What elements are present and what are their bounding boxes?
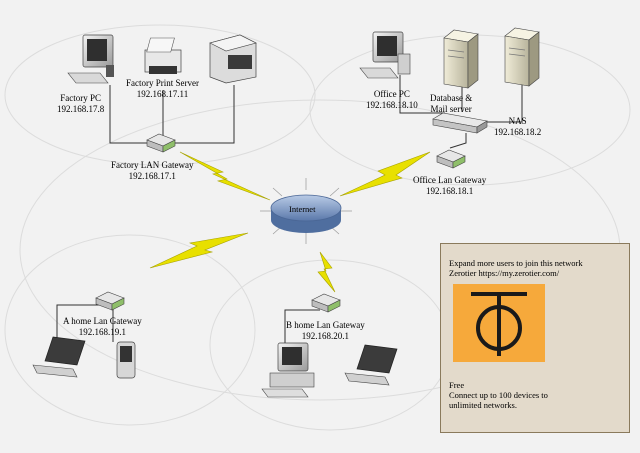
zerotier-logo-icon — [453, 284, 545, 362]
office-pc-name: Office PC — [373, 89, 410, 99]
home-a-gateway-icon — [95, 291, 125, 311]
factory-print-server-label: Factory Print Server 192.168.17.11 — [126, 78, 199, 100]
promo-line-1: Expand more users to join this network — [449, 258, 583, 268]
home-b-gateway-icon — [311, 293, 341, 313]
office-gateway-name: Office Lan Gateway — [413, 175, 487, 185]
promo-header: Expand more users to join this network Z… — [449, 258, 583, 278]
lightning-bolt — [179, 151, 271, 201]
lightning-bolt — [149, 232, 249, 269]
factory-print-server-name: Factory Print Server — [126, 78, 199, 88]
internet-label: Internet — [289, 204, 315, 215]
factory-pc-label: Factory PC 192.168.17.8 — [57, 93, 104, 115]
promo-line-2: Zerotier https://my.zerotier.com/ — [449, 268, 560, 278]
laptop-icon — [344, 344, 398, 386]
desktop-pc-icon — [261, 342, 315, 398]
promo-footer: Free Connect up to 100 devices to unlimi… — [449, 380, 548, 410]
lightning-bolt — [317, 251, 336, 293]
factory-gateway-name: Factory LAN Gateway — [111, 160, 194, 170]
laptop-icon — [32, 336, 86, 378]
office-switch-icon — [432, 112, 488, 134]
home-b-gateway-label: B home Lan Gateway 192.168.20.1 — [286, 320, 365, 342]
office-pc-ip: 192.168.18.10 — [366, 100, 418, 110]
nas-name: NAS — [508, 116, 527, 126]
database-mail-name: Database & — [430, 93, 473, 103]
copier-icon — [209, 34, 257, 84]
promo-line-3: Free — [449, 380, 465, 390]
factory-pc-ip: 192.168.17.8 — [57, 104, 105, 114]
database-mail-name2: Mail server — [430, 104, 472, 114]
printer-icon — [144, 37, 182, 74]
internet-name: Internet — [289, 204, 316, 214]
office-pc-label: Office PC 192.168.18.10 — [366, 89, 418, 111]
nas-ip: 192.168.18.2 — [494, 127, 542, 137]
lightning-bolt — [339, 151, 431, 197]
factory-gateway-label: Factory LAN Gateway 192.168.17.1 — [111, 160, 193, 182]
lan-cables — [56, 75, 523, 350]
database-mail-label: Database & Mail server — [430, 93, 472, 115]
office-gateway-icon — [436, 149, 466, 169]
lightning-links — [149, 151, 431, 293]
pda-icon — [116, 341, 136, 379]
factory-gateway-icon — [146, 133, 176, 153]
database-server-icon — [443, 29, 479, 89]
factory-pc-icon — [67, 34, 114, 84]
promo-line-5: unlimited networks. — [449, 400, 517, 410]
home-a-gateway-ip: 192.168.19.1 — [78, 327, 126, 337]
nas-server-icon — [504, 27, 540, 87]
promo-line-4: Connect up to 100 devices to — [449, 390, 548, 400]
factory-gateway-ip: 192.168.17.1 — [128, 171, 176, 181]
home-a-gateway-name: A home Lan Gateway — [63, 316, 142, 326]
internet-cloud — [260, 178, 352, 244]
office-gateway-ip: 192.168.18.1 — [426, 186, 474, 196]
zerotier-promo-box: Expand more users to join this network Z… — [440, 243, 630, 433]
home-b-gateway-ip: 192.168.20.1 — [301, 331, 349, 341]
factory-pc-name: Factory PC — [60, 93, 101, 103]
home-b-gateway-name: B home Lan Gateway — [286, 320, 365, 330]
home-a-gateway-label: A home Lan Gateway 192.168.19.1 — [63, 316, 142, 338]
office-pc-icon — [359, 31, 411, 79]
office-gateway-label: Office Lan Gateway 192.168.18.1 — [413, 175, 486, 197]
factory-print-server-ip: 192.168.17.11 — [136, 89, 189, 99]
nas-label: NAS 192.168.18.2 — [494, 116, 541, 138]
